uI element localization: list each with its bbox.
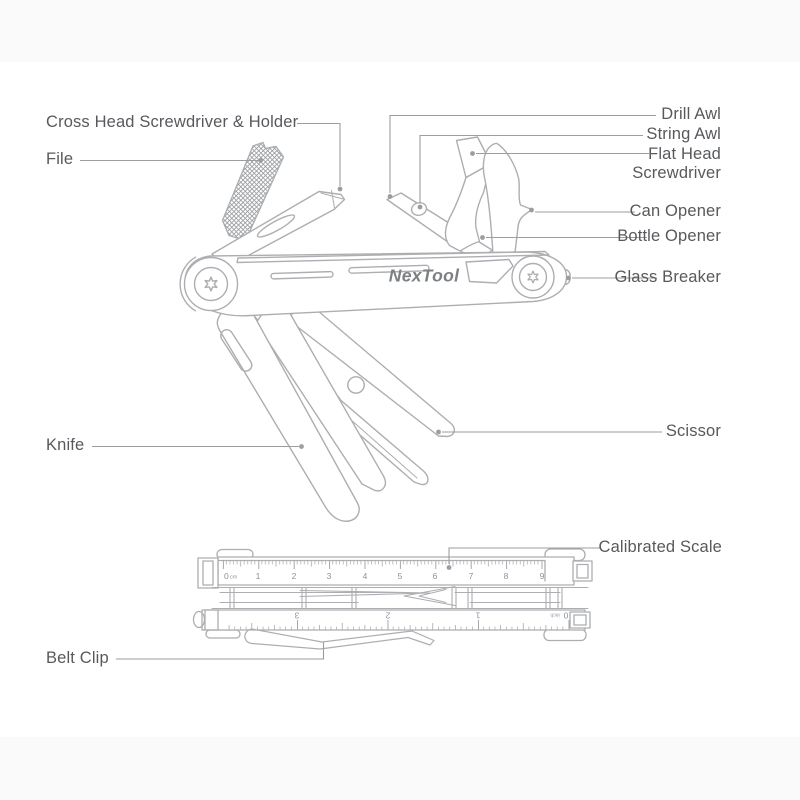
inch-ruler [192, 609, 591, 631]
leader-dots [258, 151, 571, 570]
label-flat-head-screwdriver: Flat Head Screwdriver [632, 145, 721, 182]
inch-unit: inch [550, 612, 559, 618]
ruler-numerals: 0 cm 1 2 3 4 5 6 7 8 9 1 2 3 0 inch [224, 571, 568, 621]
folded-tools-middle [211, 585, 589, 610]
cm-ruler [197, 556, 593, 589]
open-tool-drawing: NexTool [179, 136, 571, 522]
label-knife: Knife [46, 436, 85, 454]
belt-clip-tool [244, 628, 435, 650]
right-pivot-screw [511, 255, 555, 299]
svg-text:3: 3 [294, 611, 299, 621]
body-cutout [465, 258, 514, 284]
nextool-logo: NexTool [389, 266, 460, 286]
label-drill-awl: Drill Awl [661, 105, 721, 123]
svg-text:9: 9 [540, 571, 545, 581]
label-scissor: Scissor [665, 422, 721, 440]
can-opener-tool [482, 142, 533, 255]
left-pivot-screw [179, 256, 239, 312]
callout-leader-lines [80, 114, 662, 660]
label-can-opener: Can Opener [629, 202, 721, 220]
svg-text:6: 6 [433, 571, 438, 581]
page-bottom-band [0, 737, 800, 800]
label-belt-clip: Belt Clip [46, 649, 109, 667]
inch-zero: 0 [563, 611, 568, 621]
label-glass-breaker: Glass Breaker [614, 268, 721, 286]
label-bottle-opener: Bottle Opener [617, 227, 721, 245]
page-top-band [0, 0, 800, 62]
label-string-awl: String Awl [646, 125, 721, 143]
cm-zero: 0 [224, 571, 229, 581]
cm-unit: cm [230, 575, 238, 581]
svg-text:3: 3 [327, 571, 332, 581]
svg-text:2: 2 [292, 571, 297, 581]
svg-text:5: 5 [398, 571, 403, 581]
svg-text:8: 8 [504, 571, 509, 581]
foot-bottom-left [205, 629, 241, 639]
file-tool [221, 141, 285, 242]
folded-tool-drawing: 0 cm 1 2 3 4 5 6 7 8 9 1 2 3 0 inch [192, 548, 593, 650]
foot-bottom-right [543, 628, 587, 642]
tool-body [184, 250, 568, 317]
svg-text:4: 4 [363, 571, 368, 581]
label-calibrated-scale: Calibrated Scale [598, 538, 722, 556]
secondary-blade [255, 302, 387, 492]
label-file: File [46, 150, 74, 168]
label-cross-head-screwdriver-holder: Cross Head Screwdriver & Holder [46, 113, 299, 131]
svg-text:7: 7 [469, 571, 474, 581]
svg-text:2: 2 [385, 611, 390, 621]
svg-text:1: 1 [256, 571, 261, 581]
svg-text:1: 1 [475, 611, 480, 621]
